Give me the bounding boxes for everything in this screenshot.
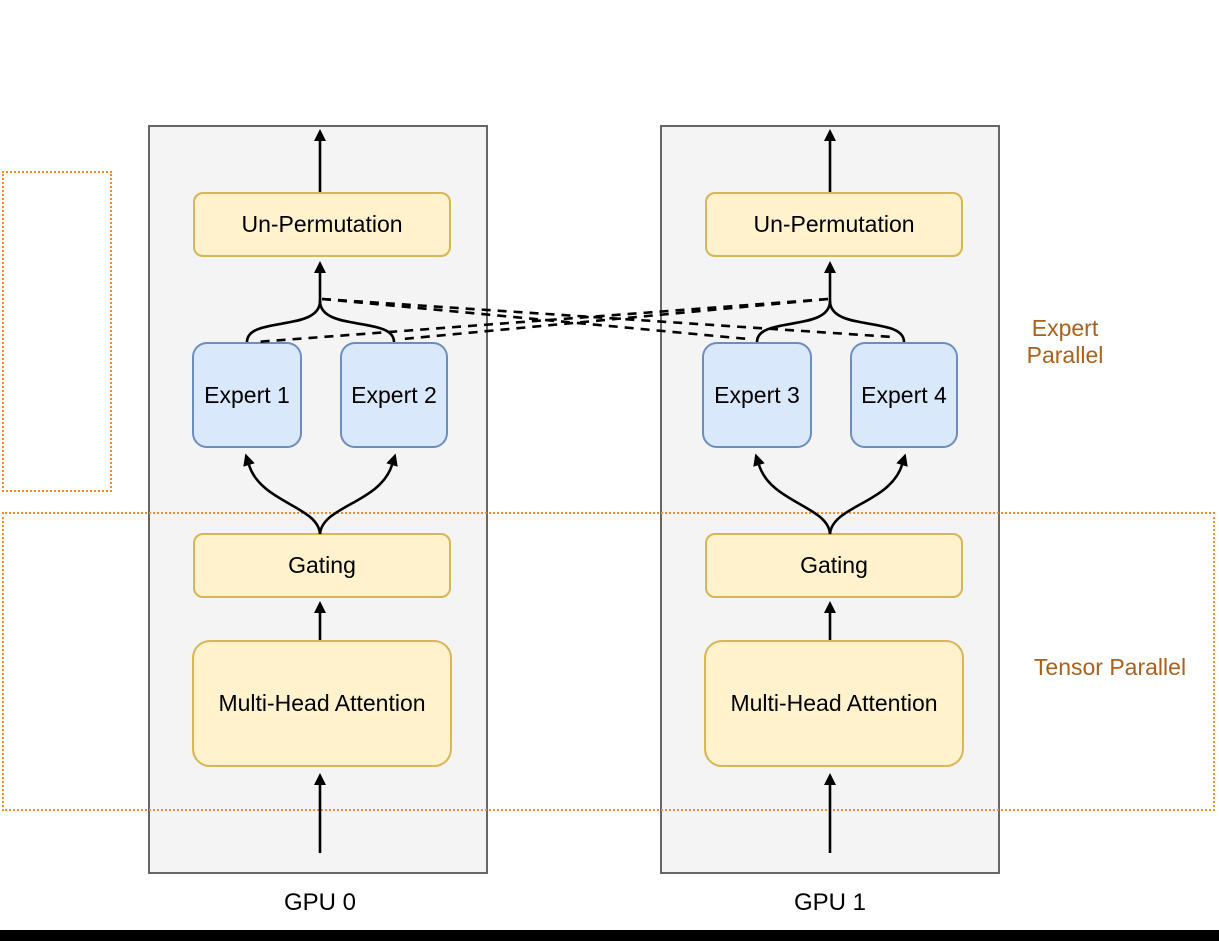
gpu0-gating-label: Gating <box>288 552 356 578</box>
expert-parallel-band <box>2 171 112 492</box>
gpu1-multi-head-attention-label: Multi-Head Attention <box>730 690 938 716</box>
gpu0-gating-block: Gating <box>193 533 451 598</box>
gpu0-unpermutation-label: Un-Permutation <box>241 211 403 237</box>
bottom-bar <box>0 930 1219 941</box>
expert-parallel-label: Expert Parallel <box>1026 315 1104 368</box>
gpu1-gating-label: Gating <box>800 552 868 578</box>
gpu1-multi-head-attention-block: Multi-Head Attention <box>704 640 964 767</box>
gpu1-gating-block: Gating <box>705 533 963 598</box>
gpu1-expert4-label: Expert 4 <box>861 381 947 408</box>
gpu0-multi-head-attention-label: Multi-Head Attention <box>218 690 426 716</box>
gpu0-expert1-block: Expert 1 <box>192 342 302 448</box>
gpu0-expert1-label: Expert 1 <box>204 381 290 408</box>
gpu1-unpermutation-block: Un-Permutation <box>705 192 963 257</box>
tensor-parallel-label: Tensor Parallel <box>1033 654 1187 680</box>
gpu0-caption: GPU 0 <box>283 889 357 916</box>
gpu1-caption: GPU 1 <box>793 889 867 916</box>
gpu1-expert3-label: Expert 3 <box>714 381 800 408</box>
gpu1-expert4-block: Expert 4 <box>850 342 958 448</box>
gpu0-expert2-label: Expert 2 <box>351 381 437 408</box>
gpu0-multi-head-attention-block: Multi-Head Attention <box>192 640 452 767</box>
gpu0-expert2-block: Expert 2 <box>340 342 448 448</box>
gpu1-unpermutation-label: Un-Permutation <box>753 211 915 237</box>
gpu1-expert3-block: Expert 3 <box>702 342 812 448</box>
gpu0-unpermutation-block: Un-Permutation <box>193 192 451 257</box>
